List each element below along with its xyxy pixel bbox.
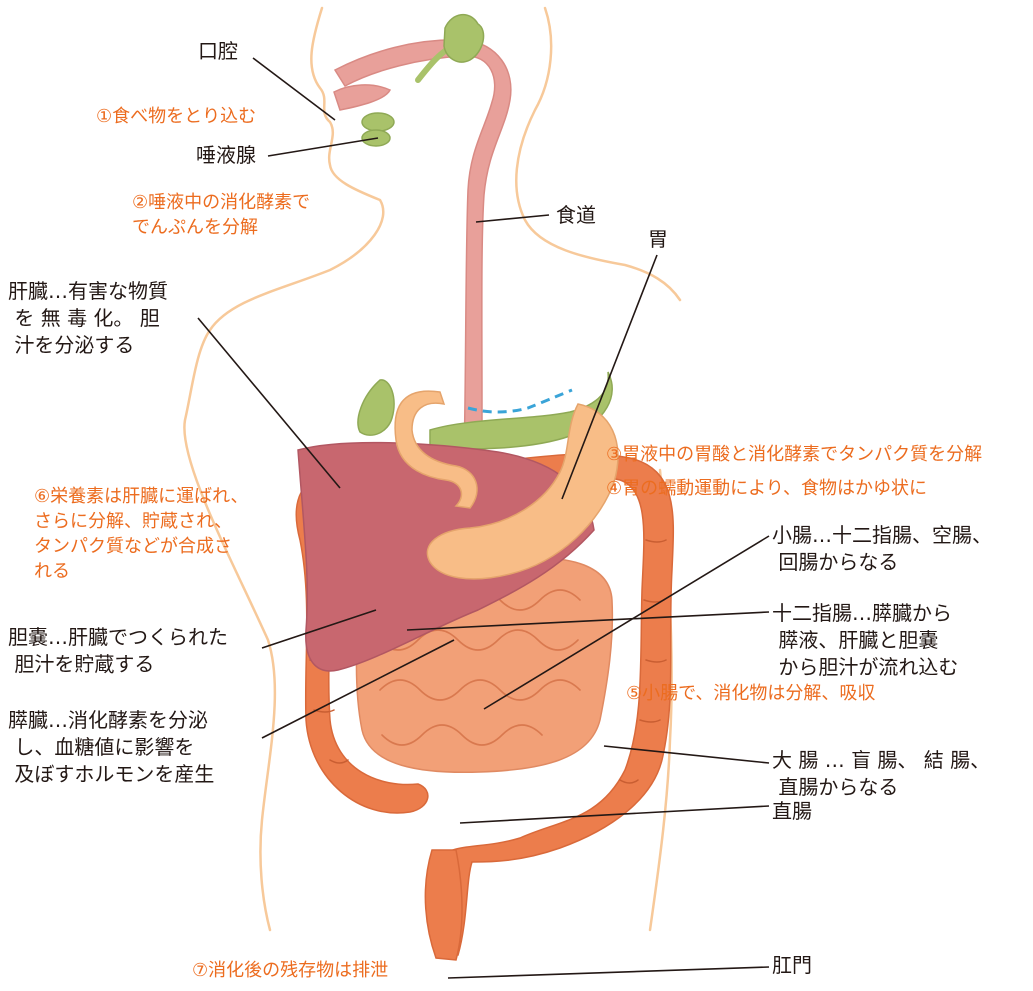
- note-step-4: ④胃の蠕動運動により、食物はかゆ状に: [606, 476, 927, 501]
- label-pancreas: 膵臓…消化酵素を分泌 し、血糖値に影響を 及ぼすホルモンを産生: [8, 707, 214, 788]
- leader-salivary: [268, 138, 378, 156]
- label-duodenum: 十二指腸…膵臓から 膵液、肝臓と胆嚢 から胆汁が流れ込む: [772, 600, 958, 681]
- leader-mouth: [253, 58, 335, 120]
- leader-esophagus: [476, 215, 549, 222]
- note-step-3: ③胃液中の胃酸と消化酵素でタンパク質を分解: [606, 442, 982, 467]
- label-liver: 肝臓…有害な物質 を 無 毒 化。 胆 汁を分泌する: [8, 278, 168, 359]
- rectum-shape: [425, 850, 462, 960]
- note-step-5: ⑤小腸で、消化物は分解、吸収: [626, 681, 875, 706]
- pancreatic-duct: [468, 390, 572, 412]
- leader-liver: [198, 318, 340, 488]
- label-large-intestine: 大 腸 … 盲 腸、 結 腸、 直腸からなる: [772, 747, 990, 801]
- label-mouth: 口腔: [198, 38, 238, 65]
- note-step-6: ⑥栄養素は肝臓に運ばれ、 さらに分解、貯蔵され、 タンパク質などが合成さ れる: [34, 484, 248, 584]
- label-gallbladder: 胆嚢…肝臓でつくられた 胆汁を貯蔵する: [8, 624, 228, 678]
- label-small-intestine: 小腸…十二指腸、空腸、 回腸からなる: [772, 522, 992, 576]
- note-step-2: ②唾液中の消化酵素で でんぷんを分解: [132, 190, 310, 240]
- tongue-shape: [334, 85, 390, 110]
- label-rectum: 直腸: [772, 798, 812, 825]
- leader-anus: [448, 967, 769, 978]
- note-step-7: ⑦消化後の残存物は排泄: [192, 958, 388, 983]
- note-step-1: ①食べ物をとり込む: [96, 104, 256, 129]
- salivary-glands: [362, 15, 484, 146]
- label-esophagus: 食道: [556, 202, 596, 229]
- gallbladder-shape: [358, 380, 394, 435]
- submandibular-gland: [362, 113, 394, 131]
- label-stomach: 胃: [648, 226, 668, 253]
- label-salivary-gland: 唾液腺: [196, 142, 256, 169]
- label-anus: 肛門: [772, 952, 812, 979]
- body-outline-shoulder: [516, 8, 680, 300]
